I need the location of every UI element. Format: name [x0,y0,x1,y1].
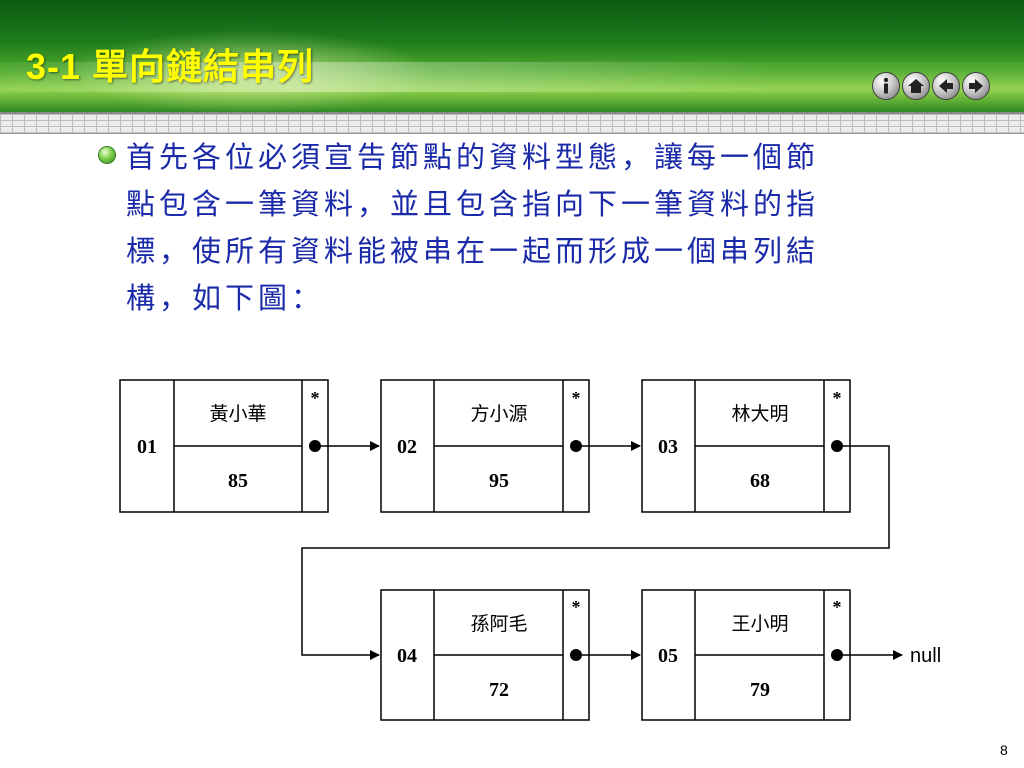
header-glow [0,62,1024,92]
list-node: 02 方小源 95 * [380,379,590,513]
pointer-star: * [311,388,320,408]
body-text-line: 構，如下圖： [126,281,325,315]
pointer-dot [570,649,582,661]
page-number: 8 [1000,742,1008,758]
body-text-line: 標，使所有資料能被串在一起而形成一個串列結 [126,234,820,268]
slide-header: 3-1 單向鏈結串列 [0,0,1024,112]
node-id: 04 [397,645,417,667]
back-icon[interactable] [932,72,960,100]
forward-icon[interactable] [962,72,990,100]
pointer-star: * [833,388,842,408]
pointer-dot [309,440,321,452]
node-id: 03 [658,436,678,458]
list-node: 05 王小明 79 * [641,589,851,721]
body-text-line: 首先各位必須宣告節點的資料型態，讓每一個節 [126,140,820,174]
node-score: 79 [750,679,770,701]
body-text-line: 點包含一筆資料，並且包含指向下一筆資料的指 [126,187,820,221]
list-node: 04 孫阿毛 72 * [380,589,590,721]
node-id: 05 [658,645,678,667]
nav-buttons [872,72,990,100]
node-name: 黃小華 [209,403,266,425]
pointer-dot [831,649,843,661]
node-name: 方小源 [470,403,527,425]
node-name: 孫阿毛 [470,613,527,635]
grid-strip [0,112,1024,134]
bullet-icon [98,146,116,164]
node-id: 02 [397,436,417,458]
slide-title: 3-1 單向鏈結串列 [26,46,315,87]
pointer-dot [831,440,843,452]
pointer-star: * [572,597,581,617]
node-score: 68 [750,470,770,492]
list-node: 01 黃小華 85 * [119,379,329,513]
node-score: 72 [489,679,509,701]
list-node: 03 林大明 68 * [641,379,851,513]
info-icon[interactable] [872,72,900,100]
node-id: 01 [137,436,157,458]
pointer-star: * [833,597,842,617]
pointer-arrow-wrap [301,445,890,660]
node-name: 王小明 [731,613,788,635]
pointer-star: * [572,388,581,408]
body-text: 首先各位必須宣告節點的資料型態，讓每一個節 點包含一筆資料，並且包含指向下一筆資… [126,134,966,322]
node-score: 85 [228,470,248,492]
home-icon[interactable] [902,72,930,100]
pointer-dot [570,440,582,452]
null-label: null [910,645,941,667]
node-name: 林大明 [731,403,788,425]
node-score: 95 [489,470,509,492]
